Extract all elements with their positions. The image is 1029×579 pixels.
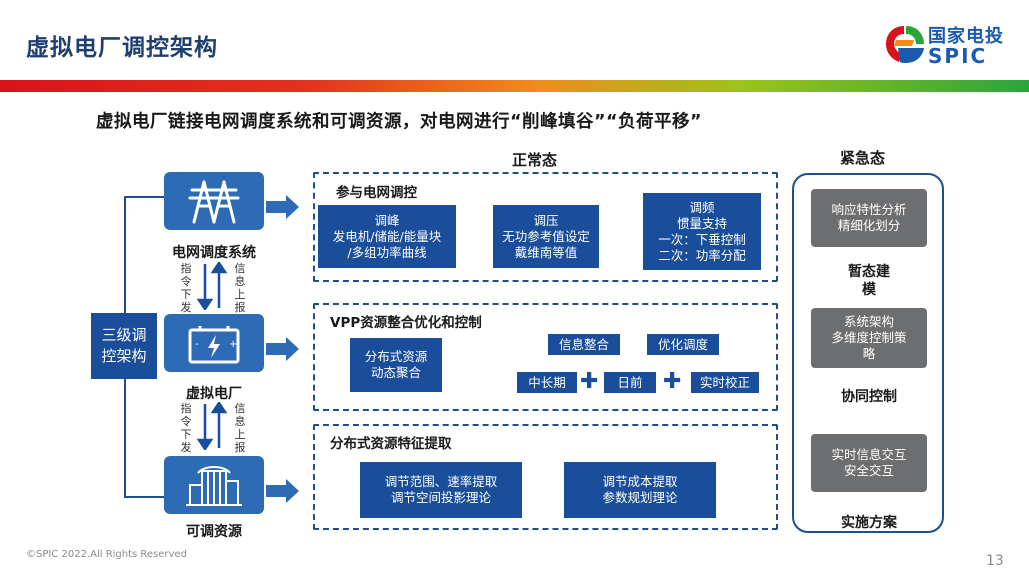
- vpp-integration-box: [313, 303, 778, 411]
- frequency-regulation-card: 调频 惯量支持 一次：下垂控制 二次：功率分配: [643, 193, 761, 270]
- tier-label: 三级调控架构: [91, 313, 157, 379]
- peak-regulation-card: 调峰 发电机/储能/能量块 /多组功率曲线: [318, 205, 456, 268]
- transient-modeling-label: 暂态建 模: [848, 264, 890, 298]
- long-term-card: 中长期: [517, 372, 577, 393]
- vpp-label: 虚拟电厂: [186, 386, 242, 402]
- section-emergency-title: 紧急态: [840, 149, 886, 167]
- voltage-regulation-card: 调压 无功参考值设定 戴维南等值: [493, 205, 599, 268]
- building-icon: [186, 466, 242, 506]
- system-architecture-card: 系统架构 多维度控制策 略: [811, 308, 927, 368]
- logo-text-en: SPIC: [928, 44, 988, 68]
- vpp-icon-box: - +: [164, 314, 264, 372]
- vpp-integration-label: VPP资源整合优化和控制: [330, 315, 482, 331]
- grid-participation-label: 参与电网调控: [336, 185, 417, 201]
- page-title: 虚拟电厂调控架构: [26, 35, 218, 61]
- grid-participation-box: [313, 172, 778, 282]
- response-analysis-card: 响应特性分析 精细化划分: [811, 189, 927, 247]
- feature-extraction-label: 分布式资源特征提取: [330, 436, 452, 452]
- arrow-right-icon: [266, 195, 299, 219]
- page-number: 13: [986, 553, 1004, 569]
- bidirectional-arrow-icon-2: [196, 402, 228, 450]
- logo-text-cn: 国家电投: [928, 26, 1004, 47]
- feature-extraction-box: [313, 424, 778, 530]
- bidirectional-arrow-icon-1: [196, 262, 228, 310]
- day-ahead-card: 日前: [604, 372, 656, 393]
- info-up-label-1: 信息上报: [234, 262, 246, 314]
- subtitle: 虚拟电厂链接电网调度系统和可调资源，对电网进行“削峰填谷”“负荷平移”: [96, 112, 703, 132]
- svg-text:-: -: [195, 339, 199, 350]
- power-tower-icon: [188, 180, 240, 224]
- cooperative-control-label: 协同控制: [841, 389, 897, 405]
- battery-icon: - +: [188, 326, 240, 364]
- optimal-dispatch-card: 优化调度: [647, 334, 719, 355]
- cost-extraction-card: 调节成本提取 参数规划理论: [564, 462, 716, 518]
- section-normal-title: 正常态: [512, 151, 558, 169]
- header-color-band: [0, 80, 1029, 92]
- resource-icon-box: [164, 456, 264, 514]
- copyright-text: ©SPIC 2022.All Rights Reserved: [26, 549, 187, 560]
- info-exchange-card: 实时信息交互 安全交互: [811, 434, 927, 492]
- resource-label: 可调资源: [186, 524, 242, 540]
- tier-label-text: 三级调控架构: [101, 326, 147, 365]
- spic-logo-icon: [886, 26, 924, 63]
- info-up-label-2: 信息上报: [234, 402, 246, 454]
- arrow-right-icon-3: [266, 479, 299, 503]
- info-integration-card: 信息整合: [548, 334, 620, 355]
- resource-aggregation-card: 分布式资源 动态聚合: [350, 338, 442, 392]
- grid-dispatch-icon-box: [164, 172, 264, 230]
- emergency-panel: [792, 173, 944, 533]
- implementation-label: 实施方案: [841, 515, 897, 531]
- cmd-down-label-2: 指令下发: [180, 402, 192, 454]
- svg-text:+: +: [229, 339, 237, 350]
- cmd-down-label-1: 指令下发: [180, 262, 192, 314]
- realtime-correction-card: 实时校正: [691, 372, 759, 393]
- plus-icon-1: ✚: [580, 369, 599, 394]
- range-rate-card: 调节范围、速率提取 调节空间投影理论: [360, 462, 522, 518]
- grid-dispatch-label: 电网调度系统: [172, 245, 256, 261]
- plus-icon-2: ✚: [663, 369, 682, 394]
- arrow-right-icon-2: [266, 337, 299, 361]
